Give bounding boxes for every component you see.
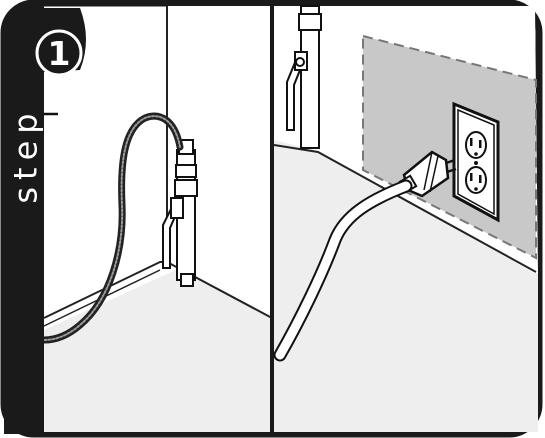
step-label: step [7, 106, 45, 203]
panel-right-power-cord [274, 6, 538, 432]
step-label-vertical: step [6, 96, 46, 214]
step-number: 1 [37, 31, 81, 75]
